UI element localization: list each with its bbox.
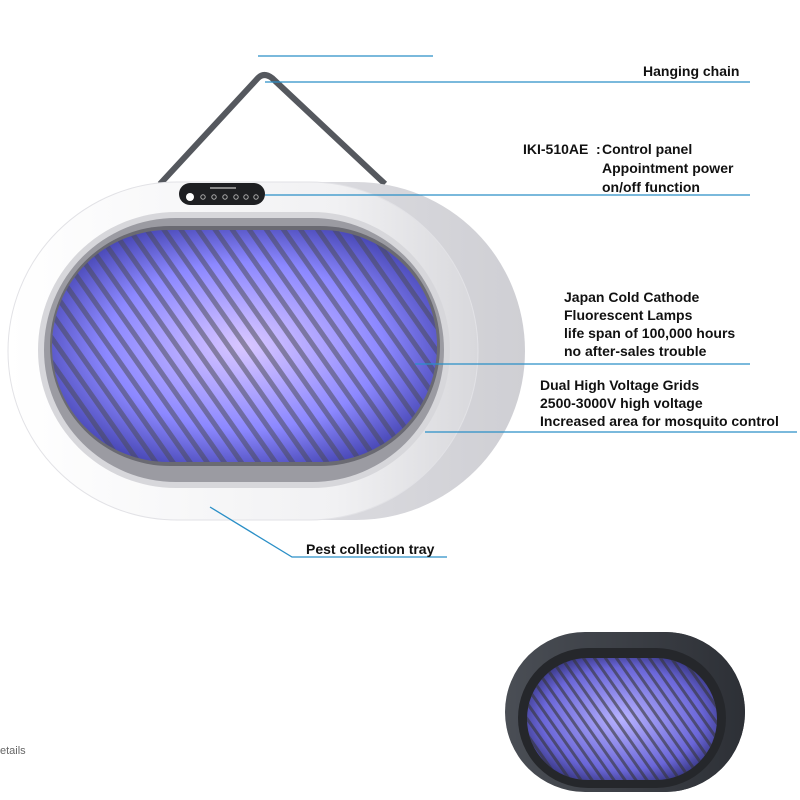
hanging-chain (157, 72, 388, 187)
lamps-line1: Japan Cold Cathode (564, 289, 700, 305)
lamps-line4: no after-sales trouble (564, 343, 707, 359)
tray-leader-line (209, 506, 447, 558)
footer-text: etails (0, 745, 26, 757)
grids-callout: Dual High Voltage Grids 2500-3000V high … (540, 376, 779, 430)
lamps-line2: Fluorescent Lamps (564, 307, 693, 323)
hanging-chain-label: Hanging chain (643, 63, 740, 79)
grids-line2: 2500-3000V high voltage (540, 395, 703, 411)
grids-line1: Dual High Voltage Grids (540, 377, 700, 393)
model-label: IKI-510AE (523, 141, 589, 157)
leader-lines (209, 55, 797, 558)
control-panel-line3: on/off function (602, 179, 700, 195)
lamps-callout: Japan Cold Cathode Fluorescent Lamps lif… (564, 288, 735, 360)
lamp-grid-window (52, 230, 437, 462)
control-panel-line1: Control panel (602, 141, 693, 157)
dark-unit-thumbnail (505, 632, 745, 792)
tray-label: Pest collection tray (306, 541, 435, 557)
model-separator: : (596, 141, 601, 157)
control-panel (179, 183, 265, 205)
control-panel-line2: Appointment power (602, 160, 734, 176)
lamps-line3: life span of 100,000 hours (564, 325, 736, 341)
grids-line3: Increased area for mosquito control (540, 413, 779, 429)
